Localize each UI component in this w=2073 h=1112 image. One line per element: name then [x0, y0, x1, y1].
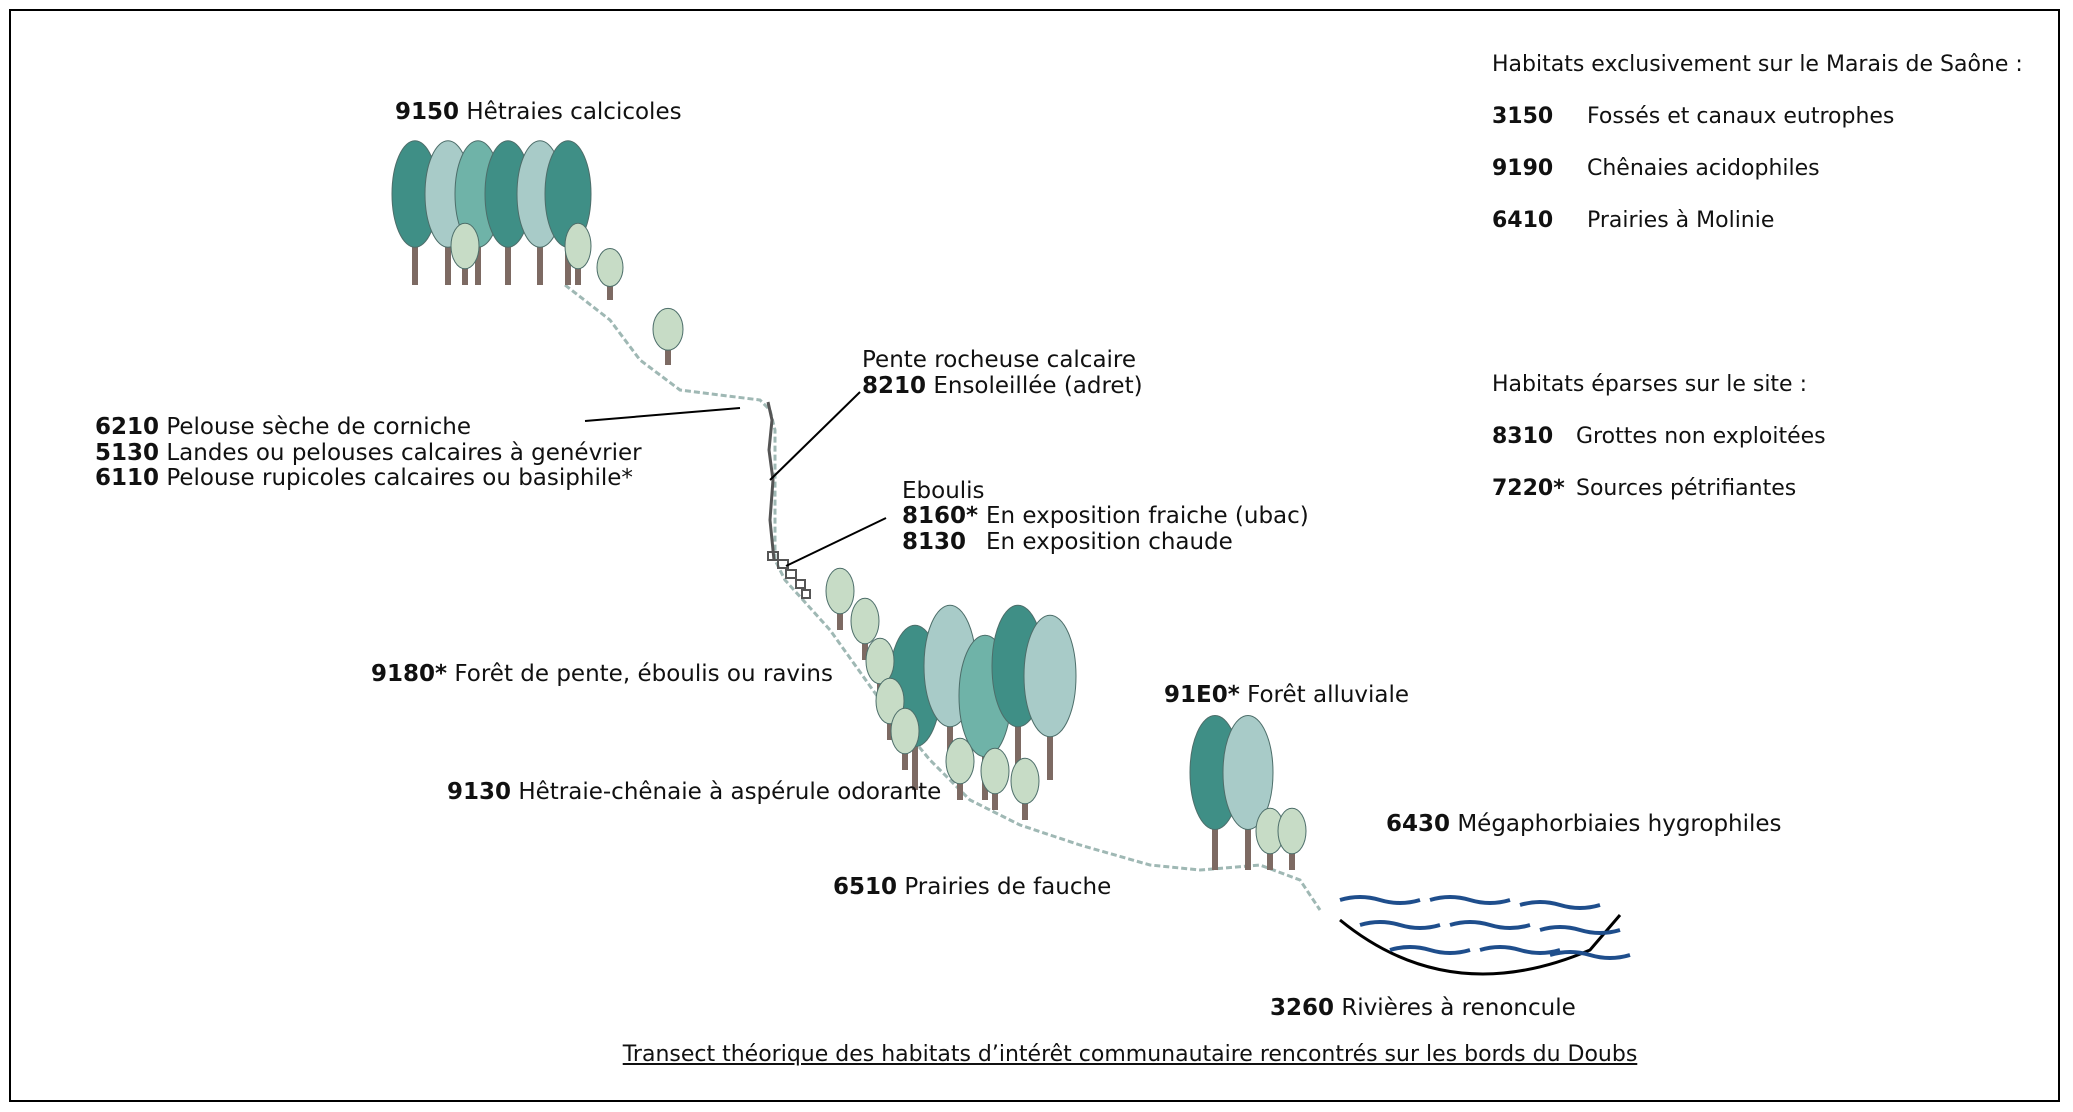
tree-icon [652, 307, 684, 365]
label-lawn-2: 5130 Landes ou pelouses calcaires à gené… [95, 440, 642, 466]
habitat-code: 9150 [395, 99, 460, 125]
legend-exclusive-row: 6410 Prairies à Molinie [1492, 208, 1774, 233]
wave-icon [1479, 945, 1561, 955]
wave-icon [1429, 895, 1511, 905]
label-river: 3260 Rivières à renoncule [1270, 995, 1576, 1021]
habitat-text: Prairies de fauche [904, 874, 1112, 900]
habitat-text: En exposition chaude [986, 529, 1233, 555]
wave-icon [1539, 925, 1621, 935]
legend-label: Prairies à Molinie [1587, 208, 1775, 233]
legend-label: Fossés et canaux eutrophes [1587, 104, 1895, 129]
habitat-text: Rivières à renoncule [1341, 995, 1576, 1021]
cliff [766, 401, 776, 561]
scree-stones [767, 551, 811, 599]
tree-icon [945, 737, 975, 800]
habitat-code: 3260 [1270, 995, 1335, 1021]
tree-icon [450, 222, 480, 285]
legend-scattered-row: 7220* Sources pétrifiantes [1492, 476, 1796, 501]
habitat-text: Pelouse rupicoles calcaires ou basiphile… [166, 465, 633, 491]
legend-code: 8310 [1492, 424, 1554, 449]
label-hay-meadow: 6510 Prairies de fauche [833, 874, 1111, 900]
label-alluvial-forest: 91E0* Forêt alluviale [1164, 682, 1409, 708]
habitat-code: 6210 [95, 414, 160, 440]
legend-scattered-title: Habitats éparses sur le site : [1492, 372, 1807, 397]
habitat-code: 5130 [95, 440, 160, 466]
label-ravine-forest: 9180* Forêt de pente, éboulis ou ravins [371, 661, 833, 687]
label-rock-slope: 8210 Ensoleillée (adret) [862, 373, 1143, 399]
label-scree-1: 8160* En exposition fraiche (ubac) [902, 503, 1309, 529]
label-oak-beech-forest: 9130 Hêtraie-chênaie à aspérule odorante [447, 779, 941, 805]
tree-icon [890, 707, 920, 770]
label-megaphorb: 6430 Mégaphorbiaies hygrophiles [1386, 811, 1782, 837]
habitat-text: Mégaphorbiaies hygrophiles [1457, 811, 1782, 837]
tree-icon [825, 567, 855, 630]
tree-icon [1222, 715, 1274, 870]
habitat-code: 91E0* [1164, 682, 1240, 708]
pointer-lawn [584, 407, 741, 422]
wave-icon [1359, 920, 1441, 930]
habitat-text: Hêtraie-chênaie à aspérule odorante [518, 779, 942, 805]
figure-caption: Transect théorique des habitats d’intérê… [622, 1042, 1638, 1067]
label-lawn-1: 6210 Pelouse sèche de corniche [95, 414, 471, 440]
wave-icon [1389, 945, 1471, 955]
habitat-text: En exposition fraiche (ubac) [986, 503, 1309, 529]
legend-exclusive-row: 9190 Chênaies acidophiles [1492, 156, 1820, 181]
legend-label: Chênaies acidophiles [1587, 156, 1820, 181]
habitat-code: 6110 [95, 465, 160, 491]
habitat-text: Landes ou pelouses calcaires à genévrier [166, 440, 642, 466]
legend-exclusive-row: 3150 Fossés et canaux eutrophes [1492, 104, 1894, 129]
habitat-code: 6510 [833, 874, 898, 900]
river-bed [1339, 914, 1622, 976]
tree-icon [1277, 807, 1307, 870]
tree-icon [980, 747, 1010, 810]
habitat-code: 9180* [371, 661, 448, 687]
habitat-code: 8210 [862, 373, 927, 399]
legend-exclusive-title: Habitats exclusivement sur le Marais de … [1492, 52, 2023, 77]
label-rock-slope-title: Pente rocheuse calcaire [862, 347, 1137, 373]
tree-icon [1023, 614, 1077, 780]
label-beech-forest: 9150 Hêtraies calcicoles [395, 99, 682, 125]
habitat-text: Hêtraies calcicoles [466, 99, 682, 125]
wave-icon [1449, 920, 1531, 930]
legend-code: 9190 [1492, 156, 1554, 181]
habitat-text: Ensoleillée (adret) [933, 373, 1143, 399]
wave-icon [1549, 950, 1631, 960]
habitat-text: Pelouse sèche de corniche [166, 414, 471, 440]
diagram-frame [9, 9, 2060, 1102]
river-waves [1339, 895, 1631, 960]
tree-icon [564, 222, 592, 285]
tree-icon [596, 248, 624, 300]
habitat-code: 8130 [902, 529, 967, 555]
label-scree-2: 8130 En exposition chaude [902, 529, 1233, 555]
habitat-text: Forêt alluviale [1247, 682, 1410, 708]
tree-icon [850, 597, 880, 660]
habitat-code: 6430 [1386, 811, 1451, 837]
wave-icon [1519, 900, 1601, 910]
legend-label: Grottes non exploitées [1576, 424, 1826, 449]
habitat-code: 9130 [447, 779, 512, 805]
legend-label: Sources pétrifiantes [1576, 476, 1797, 501]
label-scree-title: Eboulis [902, 478, 985, 504]
wave-icon [1339, 895, 1421, 905]
legend-code: 6410 [1492, 208, 1554, 233]
pointer-scree [785, 517, 887, 567]
habitat-code: 8160* [902, 503, 979, 529]
label-lawn-3: 6110 Pelouse rupicoles calcaires ou basi… [95, 465, 633, 491]
legend-code: 3150 [1492, 104, 1554, 129]
tree-icon [1010, 757, 1040, 820]
ground-profile [564, 283, 1322, 911]
pointer-rock [769, 391, 861, 481]
legend-code: 7220* [1492, 476, 1565, 501]
habitat-text: Forêt de pente, éboulis ou ravins [454, 661, 833, 687]
legend-scattered-row: 8310 Grottes non exploitées [1492, 424, 1826, 449]
